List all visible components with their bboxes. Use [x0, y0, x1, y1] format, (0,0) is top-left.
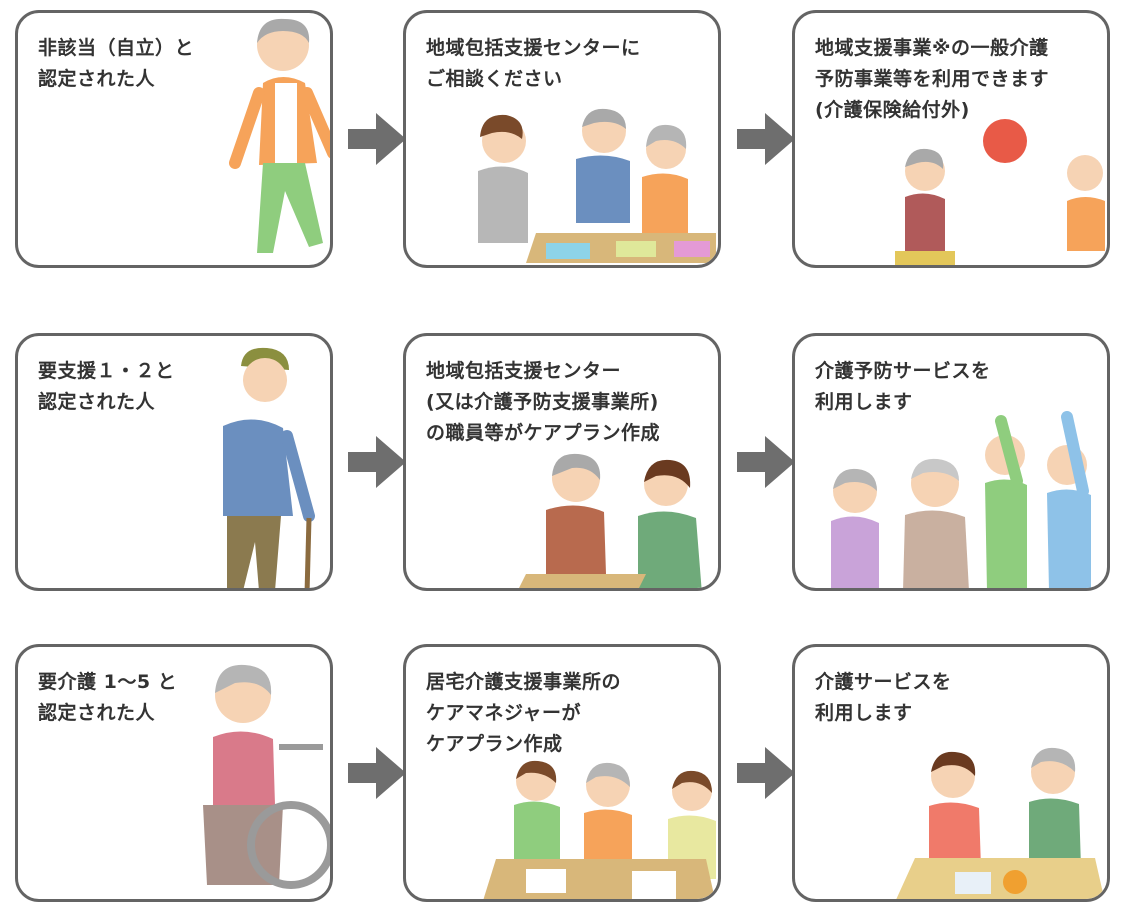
care-manager-meeting-illustration [483, 760, 716, 899]
wheelchair-elder-illustration [203, 664, 330, 889]
balloon-exercise-illustration [895, 119, 1105, 265]
right-arrow-icon [348, 436, 406, 488]
walking-elder-illustration [229, 18, 330, 253]
contact-text: 地域包括支援センターに ご相談ください [426, 37, 641, 90]
service-box-care-service: 介護サービスを 利用します [792, 644, 1110, 902]
consultation-illustration [478, 108, 716, 263]
eligibility-text: 要支援１・２と 認定された人 [38, 360, 175, 413]
eligibility-box-support-required: 要支援１・２と 認定された人 [15, 333, 333, 591]
contact-text: 地域包括支援センター (又は介護予防支援事業所) の職員等がケアプラン作成 [426, 360, 661, 444]
contact-box-community-center: 地域包括支援センターに ご相談ください [403, 10, 721, 268]
right-arrow-icon [348, 113, 406, 165]
service-text: 介護予防サービスを 利用します [815, 360, 991, 413]
service-text: 介護サービスを 利用します [815, 671, 952, 724]
right-arrow-icon [737, 436, 795, 488]
contact-box-care-manager: 居宅介護支援事業所の ケアマネジャーが ケアプラン作成 [403, 644, 721, 902]
service-text: 地域支援事業※の一般介護 予防事業等を利用できます (介護保険給付外) [815, 37, 1050, 121]
contact-box-care-plan-support: 地域包括支援センター (又は介護予防支援事業所) の職員等がケアプラン作成 [403, 333, 721, 591]
right-arrow-icon [737, 747, 795, 799]
contact-text: 居宅介護支援事業所の ケアマネジャーが ケアプラン作成 [426, 671, 622, 755]
care-plan-meeting-illustration [519, 453, 702, 588]
eligibility-text: 要介護 1〜5 と 認定された人 [38, 671, 178, 724]
eligibility-box-care-required: 要介護 1〜5 と 認定された人 [15, 644, 333, 902]
elder-with-cane-illustration [223, 347, 315, 588]
group-exercise-illustration [831, 411, 1091, 588]
eligibility-text: 非該当（自立）と 認定された人 [38, 37, 195, 90]
meal-assistance-illustration [896, 747, 1105, 899]
eligibility-box-non-applicable: 非該当（自立）と 認定された人 [15, 10, 333, 268]
service-box-preventive-care: 介護予防サービスを 利用します [792, 333, 1110, 591]
right-arrow-icon [737, 113, 795, 165]
service-box-prevention-project: 地域支援事業※の一般介護 予防事業等を利用できます (介護保険給付外) [792, 10, 1110, 268]
right-arrow-icon [348, 747, 406, 799]
